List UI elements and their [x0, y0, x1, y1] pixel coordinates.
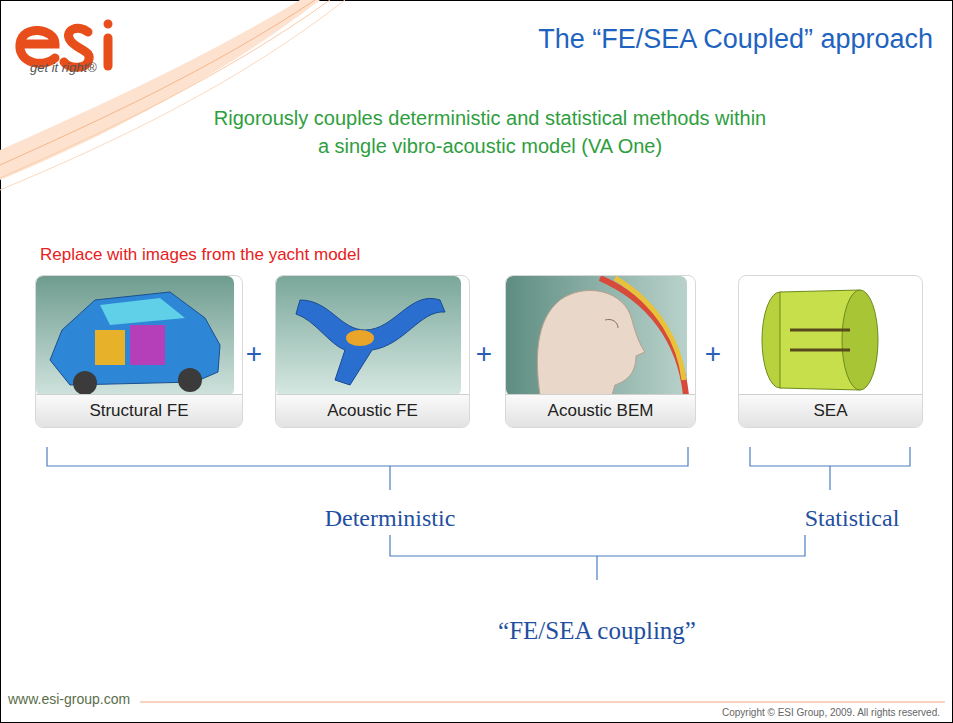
image-tile: SEA — [738, 275, 923, 428]
tile-caption: SEA — [739, 394, 922, 427]
group-label: Deterministic — [325, 505, 456, 532]
tile-caption: Acoustic BEM — [506, 394, 695, 427]
tile-caption: Acoustic FE — [276, 394, 469, 427]
plus-sign: + — [476, 338, 492, 370]
logo-tagline: get it right® — [30, 60, 97, 75]
subtitle: Rigorously couples deterministic and sta… — [210, 104, 770, 160]
group-label: “FE/SEA coupling” — [498, 617, 696, 645]
tile-caption: Structural FE — [36, 394, 242, 427]
editor-note: Replace with images from the yacht model — [40, 245, 360, 265]
structural-fe-image — [36, 276, 234, 396]
group-label: Statistical — [805, 505, 900, 532]
image-tile: Acoustic BEM — [505, 275, 696, 428]
acoustic-fe-image — [276, 276, 461, 396]
logo-swoosh — [0, 0, 345, 190]
plus-sign: + — [705, 338, 721, 370]
slide-title: The “FE/SEA Coupled” approach — [538, 24, 933, 55]
image-tile: Acoustic FE — [275, 275, 470, 428]
image-tile: Structural FE — [35, 275, 243, 428]
copyright: Copyright © ESI Group, 2009. All rights … — [722, 707, 940, 718]
footer-rule — [140, 701, 945, 702]
plus-sign: + — [246, 338, 262, 370]
acoustic-bem-image — [506, 276, 687, 396]
footer-url: www.esi-group.com — [8, 691, 130, 707]
sea-image — [739, 276, 914, 396]
brackets — [47, 447, 910, 580]
